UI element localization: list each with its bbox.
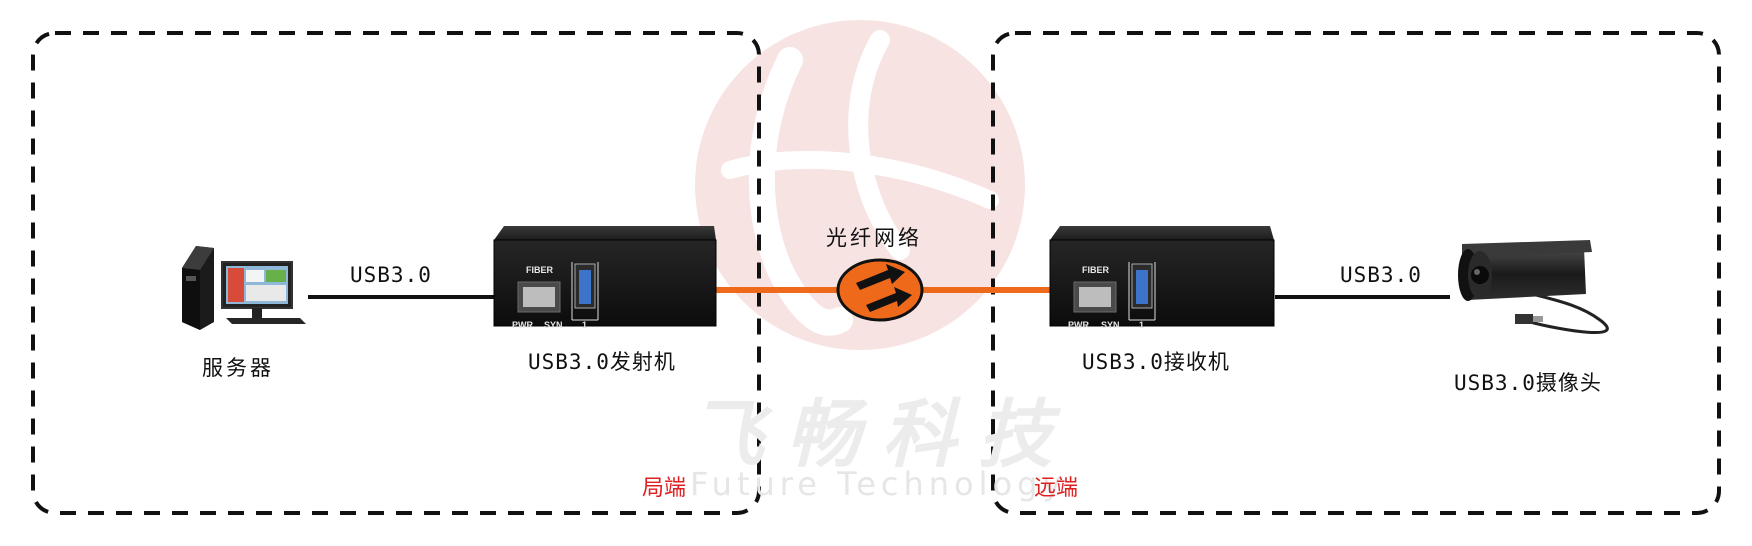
fiber-network-label: 光纤网络 <box>826 226 922 250</box>
fiber-network-node-icon <box>836 258 924 322</box>
tx-syn-label: SYN <box>544 320 563 330</box>
usb-cable-left-label: USB3.0 <box>350 263 432 287</box>
rx-port-label: 1 <box>1139 320 1144 330</box>
watermark-subtitle: Future Technology <box>690 465 1067 503</box>
usb-camera-icon <box>1458 240 1609 335</box>
remote-zone-box <box>991 31 1721 515</box>
receiver-label: USB3.0接收机 <box>1082 350 1230 374</box>
receiver-device-icon <box>1049 226 1275 327</box>
server-pc-icon <box>182 246 306 330</box>
tx-pwr-label: PWR <box>512 320 533 330</box>
watermark-logo <box>695 20 1025 350</box>
local-zone-box <box>31 31 761 515</box>
remote-zone-label: 远端 <box>1034 476 1079 501</box>
watermark-title: 飞畅科技 <box>690 392 1074 478</box>
transmitter-label: USB3.0发射机 <box>528 350 676 374</box>
transmitter-device-icon <box>493 226 717 327</box>
rx-fiber-label: FIBER <box>1082 265 1110 275</box>
local-zone-label: 局端 <box>642 476 687 501</box>
rx-syn-label: SYN <box>1101 320 1120 330</box>
camera-label: USB3.0摄像头 <box>1454 371 1602 395</box>
tx-fiber-label: FIBER <box>526 265 554 275</box>
usb-cable-right-label: USB3.0 <box>1340 263 1422 287</box>
tx-port-label: 1 <box>582 320 587 330</box>
rx-pwr-label: PWR <box>1068 320 1089 330</box>
server-label: 服务器 <box>202 356 274 380</box>
